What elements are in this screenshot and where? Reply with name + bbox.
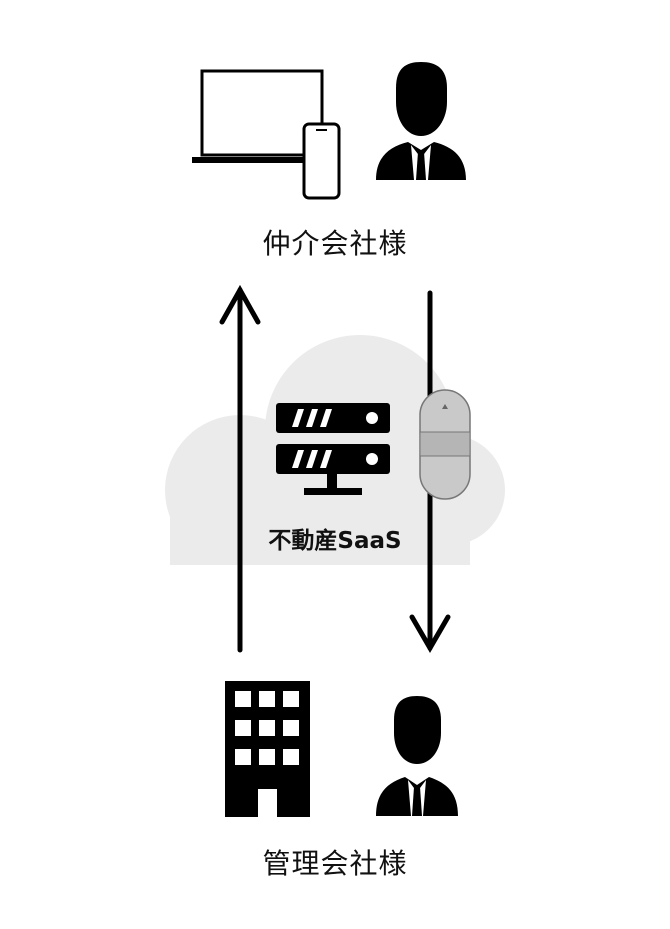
businessman-icon: [376, 62, 466, 180]
smartphone-icon: [302, 122, 341, 200]
usb-drive-icon: [419, 389, 471, 500]
saas-label: 不動産SaaS: [268, 528, 402, 554]
laptop-icon: [192, 69, 330, 163]
broker-company-label: 仲介会社様: [262, 227, 408, 260]
businessman-icon: [376, 696, 458, 816]
up-arrow: [219, 284, 261, 653]
office-building-icon: [225, 681, 310, 817]
server-icon: [276, 403, 390, 495]
management-company-label: 管理会社様: [262, 847, 408, 880]
